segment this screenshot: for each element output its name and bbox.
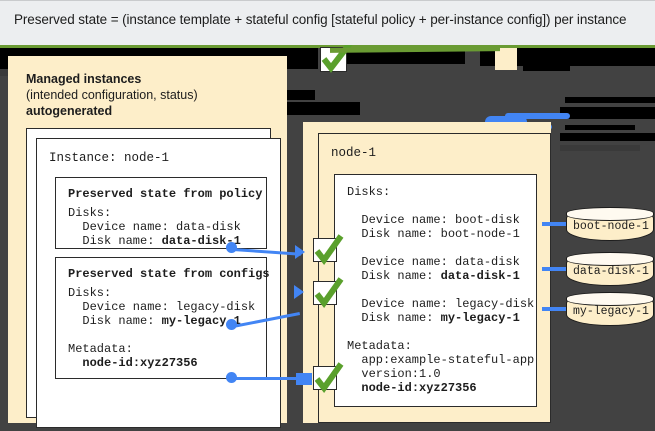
check-legacy-disk-icon — [313, 277, 344, 309]
preserved-state-from-policy-box: Preserved state from policy Disks: Devic… — [55, 177, 267, 249]
redacted-bar-right-g — [560, 145, 640, 151]
disk-lid — [565, 206, 654, 221]
node-1-disks-text: Disks: Device name: boot-disk Disk name:… — [347, 185, 535, 395]
header-bar: Preserved state = (instance template + s… — [0, 0, 655, 45]
connector-arrow-legacy-disk — [294, 285, 304, 299]
connector-dot-legacy-disk — [226, 319, 237, 330]
redacted-bar-right-d — [560, 107, 655, 119]
preserved-state-from-configs-box: Preserved state from configs Disks: Devi… — [55, 257, 270, 379]
policy-box-title: Preserved state from policy — [68, 187, 263, 201]
green-divider-rule — [0, 45, 655, 48]
disk-my-legacy-1: my-legacy-1 — [565, 291, 654, 326]
node-1-heading: node-1 — [331, 146, 377, 160]
managed-instances-panel: Managed instances (intended configuratio… — [8, 56, 287, 428]
instance-heading: Instance: node-1 — [49, 151, 170, 165]
managed-instances-autogenerated-label: autogenerated — [26, 104, 113, 118]
connector-line-metadata — [233, 377, 305, 380]
tan-chip-top — [495, 48, 517, 70]
policy-box-body: Disks: Device name: data-disk Disk name:… — [68, 206, 241, 248]
check-data-disk-icon — [313, 234, 344, 266]
green-highlight-stroke — [329, 46, 501, 53]
disk-label: my-legacy-1 — [573, 305, 649, 318]
redacted-bar-right-c — [565, 97, 655, 103]
disk-label: boot-node-1 — [573, 220, 649, 233]
page-title: Preserved state = (instance template + s… — [14, 12, 627, 27]
managed-instances-title: Managed instances — [26, 72, 142, 86]
disk-lid — [565, 251, 654, 266]
disk-boot-node-1: boot-node-1 — [565, 206, 654, 241]
configs-box-title: Preserved state from configs — [68, 267, 270, 281]
check-metadata-icon — [313, 362, 344, 394]
node-1-disks-box: Disks: Device name: boot-disk Disk name:… — [334, 174, 537, 407]
redacted-bar-right-a — [525, 59, 600, 64]
disk-lid — [565, 291, 654, 306]
instance-card: Instance: node-1 Preserved state from po… — [36, 138, 281, 428]
managed-instances-subtitle: (intended configuration, status) — [26, 88, 198, 102]
configs-box-body: Disks: Device name: legacy-disk Disk nam… — [68, 286, 256, 370]
disk-connector-data — [542, 267, 568, 271]
node-1-card: node-1 Disks: Device name: boot-disk Dis… — [318, 133, 551, 423]
redacted-bar-right-f — [560, 133, 655, 141]
disk-data-disk-1: data-disk-1 — [565, 251, 654, 286]
disk-label: data-disk-1 — [573, 265, 649, 278]
redacted-bar-top-right — [480, 48, 655, 66]
connector-dot-metadata — [226, 372, 237, 383]
connector-stub-metadata — [296, 373, 312, 385]
redacted-bar-right-b — [523, 66, 570, 71]
connector-arrow-data-disk — [295, 245, 305, 259]
connector-dot-data-disk — [226, 242, 237, 253]
disk-connector-legacy — [542, 307, 568, 311]
diagram-canvas: Managed instances (intended configuratio… — [0, 45, 655, 431]
disk-connector-boot — [542, 222, 568, 226]
redacted-bar-right-e — [565, 125, 635, 130]
